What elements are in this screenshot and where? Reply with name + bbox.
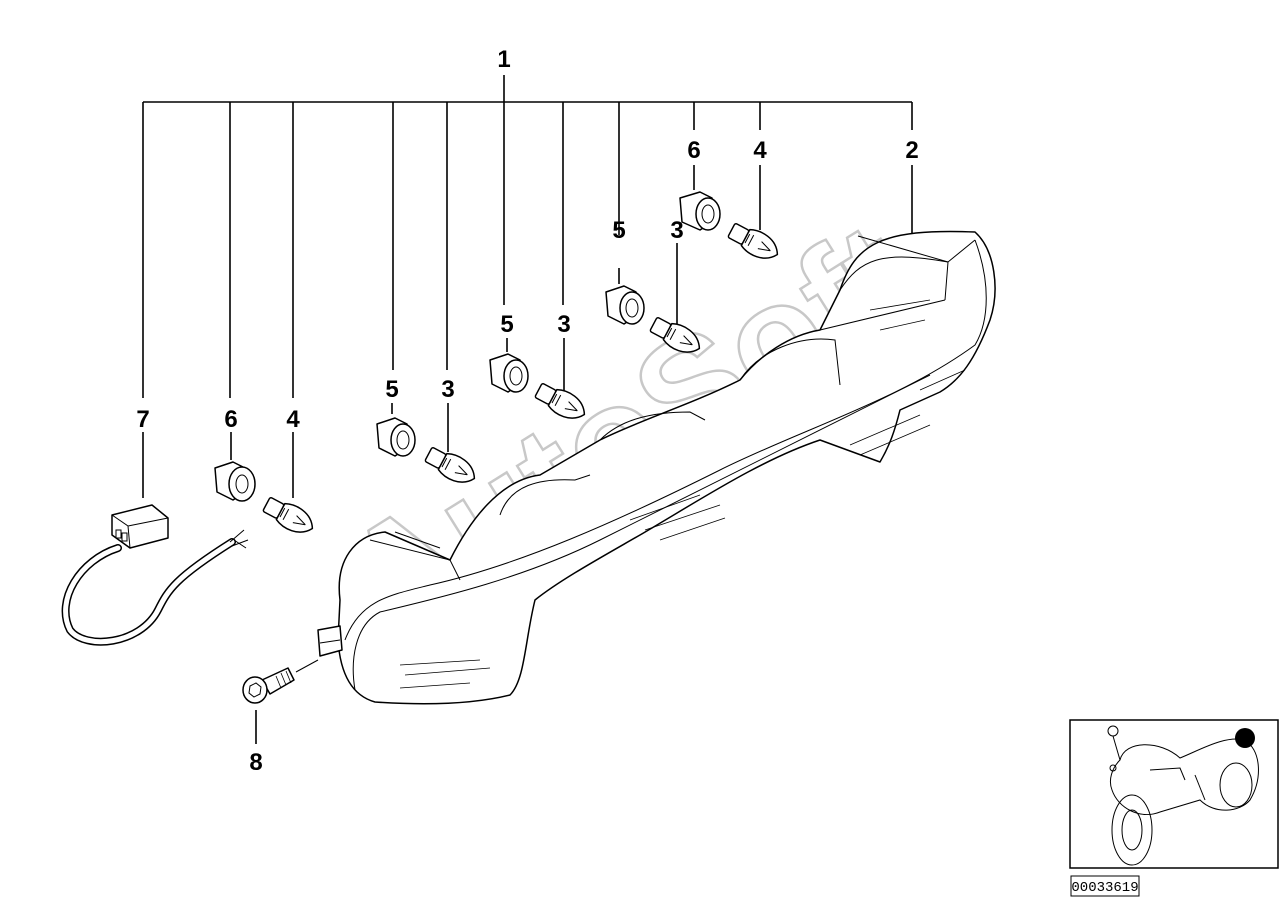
callout-1: 1 xyxy=(497,46,510,73)
cable-harness-icon xyxy=(61,504,249,646)
bulb-4-left xyxy=(262,497,314,533)
bulb-socket-icon xyxy=(214,191,721,502)
callout-5-middle: 5 xyxy=(500,311,513,338)
bulb-3-middle xyxy=(534,383,586,419)
callout-5-lower: 5 xyxy=(385,376,398,403)
callout-7: 7 xyxy=(136,406,149,433)
reference-number: 00033619 xyxy=(1071,880,1138,896)
motorcycle-locator-icon xyxy=(1069,719,1279,869)
callout-3-upper: 3 xyxy=(670,217,683,244)
bulb-3-lower xyxy=(424,447,476,483)
bulb-3-upper xyxy=(649,317,701,353)
callout-4-top: 4 xyxy=(753,137,767,164)
socket-5-middle xyxy=(489,353,529,393)
callout-4-left: 4 xyxy=(286,406,300,433)
screw-icon xyxy=(242,659,319,704)
socket-5-upper xyxy=(605,285,645,325)
socket-6-left xyxy=(214,461,256,502)
callout-3-lower: 3 xyxy=(441,376,454,403)
callout-2: 2 xyxy=(905,137,918,164)
callout-8: 8 xyxy=(249,749,262,776)
callout-6-top: 6 xyxy=(687,137,700,164)
tail-light-housing-icon xyxy=(317,230,996,705)
callout-labels: 1 2 6 4 5 3 5 3 5 3 7 6 4 8 xyxy=(136,46,918,776)
bulb-icon xyxy=(262,223,779,533)
reference-number-box: 00033619 xyxy=(1070,875,1140,897)
callout-6-left: 6 xyxy=(224,406,237,433)
callout-3-middle: 3 xyxy=(557,311,570,338)
leader-lines xyxy=(142,75,913,744)
bulb-4-top xyxy=(727,223,779,259)
socket-5-lower xyxy=(376,417,416,457)
socket-6-top xyxy=(679,191,721,231)
callout-5-upper: 5 xyxy=(612,217,625,244)
